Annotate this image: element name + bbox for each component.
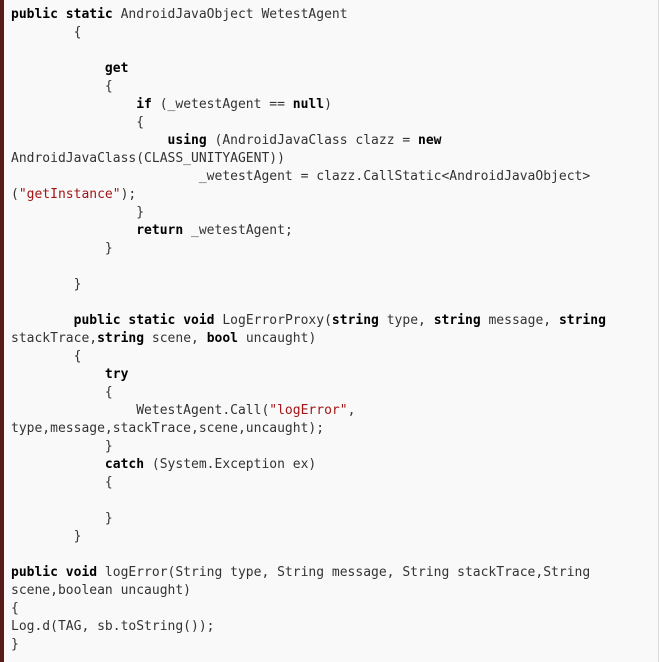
code-line: } [11, 240, 606, 258]
code-text: (AndroidJavaClass clazz = [206, 133, 419, 148]
code-text [11, 367, 105, 382]
code-text: } [11, 205, 145, 220]
code-text: LogErrorProxy( [214, 313, 332, 328]
code-line [11, 258, 606, 276]
code-keyword: string [558, 313, 606, 328]
code-text: type, [378, 313, 434, 328]
code-text [11, 61, 105, 76]
code-keyword: null [292, 97, 325, 112]
code-line: public static AndroidJavaObject WetestAg… [11, 6, 606, 24]
code-line [11, 42, 606, 60]
code-line: WetestAgent.Call("logError", [11, 402, 606, 420]
code-text: { [11, 385, 113, 400]
code-block: public static AndroidJavaObject WetestAg… [11, 6, 606, 654]
code-line: return _wetestAgent; [11, 222, 606, 240]
code-text: uncaught) [238, 331, 317, 346]
code-keyword: return [136, 223, 184, 238]
code-text: , [347, 403, 356, 418]
code-text: ) [324, 97, 332, 112]
code-text: Log.d(TAG, sb.toString()); [11, 619, 215, 634]
code-text: scene, [144, 331, 207, 346]
code-keyword: public void [11, 565, 98, 580]
code-text: { [11, 475, 113, 490]
code-line: _wetestAgent = clazz.CallStatic<AndroidJ… [11, 168, 606, 186]
code-line: } [11, 204, 606, 222]
code-text [11, 223, 136, 238]
code-keyword: string [331, 313, 379, 328]
code-text: } [11, 529, 82, 544]
code-string: "getInstance" [18, 187, 121, 202]
code-line: { [11, 114, 606, 132]
code-text [11, 457, 105, 472]
code-text: { [11, 115, 145, 130]
code-line: { [11, 78, 606, 96]
code-text: logError(String type, String message, St… [97, 565, 591, 580]
code-line: { [11, 348, 606, 366]
code-line [11, 546, 606, 564]
code-line: ("getInstance"); [11, 186, 606, 204]
code-line: type,message,stackTrace,scene,uncaught); [11, 420, 606, 438]
code-text: ( [11, 187, 19, 202]
code-line: public void logError(String type, String… [11, 564, 606, 582]
code-line: if (_wetestAgent == null) [11, 96, 606, 114]
code-text: (_wetestAgent == [151, 97, 293, 112]
code-keyword: try [104, 367, 129, 382]
code-text: } [11, 637, 19, 652]
code-text: scene,boolean uncaught) [11, 583, 192, 598]
code-text: stackTrace, [11, 331, 98, 346]
code-line: using (AndroidJavaClass clazz = new [11, 132, 606, 150]
code-keyword: public static [11, 7, 113, 22]
code-text: } [11, 241, 113, 256]
code-text: { [11, 601, 19, 616]
code-keyword: public static void [73, 313, 215, 328]
code-text: } [11, 511, 113, 526]
code-line: } [11, 528, 606, 546]
code-text: type,message,stackTrace,scene,uncaught); [11, 421, 325, 436]
code-keyword: get [104, 61, 129, 76]
code-text: { [11, 25, 82, 40]
code-text: { [11, 349, 82, 364]
code-text: AndroidJavaObject WetestAgent [112, 7, 348, 22]
code-line: public static void LogErrorProxy(string … [11, 312, 606, 330]
code-text: } [11, 439, 113, 454]
code-text [11, 133, 168, 148]
code-line [11, 294, 606, 312]
code-text: WetestAgent.Call( [11, 403, 270, 418]
code-text: } [11, 277, 82, 292]
code-line: } [11, 438, 606, 456]
code-text: (System.Exception ex) [144, 457, 317, 472]
code-keyword: string [433, 313, 481, 328]
code-line: Log.d(TAG, sb.toString()); [11, 618, 606, 636]
code-line: try [11, 366, 606, 384]
code-line: } [11, 636, 606, 654]
code-line: scene,boolean uncaught) [11, 582, 606, 600]
code-line: get [11, 60, 606, 78]
code-keyword: if [136, 97, 152, 112]
code-text: AndroidJavaClass(CLASS_UNITYAGENT)) [11, 151, 285, 166]
code-line: { [11, 24, 606, 42]
code-text [11, 97, 136, 112]
code-line: stackTrace,string scene, bool uncaught) [11, 330, 606, 348]
code-text: message, [480, 313, 559, 328]
code-text: _wetestAgent; [183, 223, 293, 238]
code-keyword: using [167, 133, 207, 148]
code-keyword: new [418, 133, 442, 148]
code-line: } [11, 276, 606, 294]
code-line [11, 492, 606, 510]
code-keyword: bool [206, 331, 238, 346]
code-text [11, 313, 74, 328]
code-line: } [11, 510, 606, 528]
code-text: _wetestAgent = clazz.CallStatic<AndroidJ… [11, 169, 591, 184]
code-text: { [11, 79, 113, 94]
code-line: AndroidJavaClass(CLASS_UNITYAGENT)) [11, 150, 606, 168]
code-keyword: catch [104, 457, 145, 472]
code-line: catch (System.Exception ex) [11, 456, 606, 474]
code-line: { [11, 600, 606, 618]
code-text: ); [120, 187, 137, 202]
code-line: { [11, 384, 606, 402]
code-string: "logError" [269, 403, 348, 418]
code-keyword: string [97, 331, 145, 346]
code-line: { [11, 474, 606, 492]
